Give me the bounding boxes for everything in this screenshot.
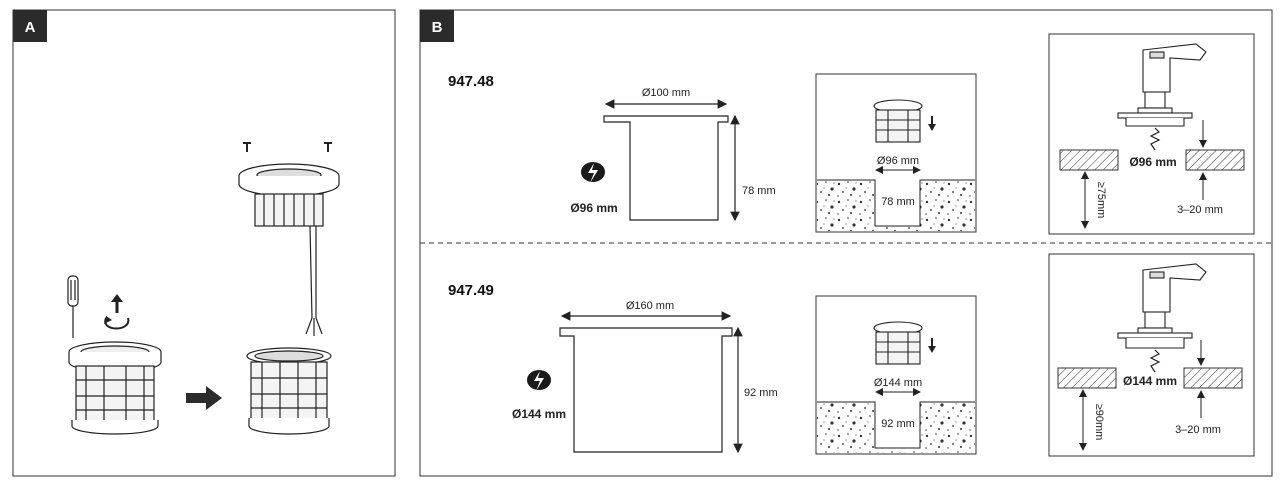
diameter-label: Ø100 mm xyxy=(642,87,690,99)
row-947-48: 947.48 Ø100 mm 78 mm Ø96 mm xyxy=(448,33,1255,235)
panel-a-frame xyxy=(12,9,396,477)
hole-depth-label: 78 mm xyxy=(881,196,915,208)
height-label: 78 mm xyxy=(742,185,776,197)
thickness-label: 3–20 mm xyxy=(1177,204,1223,216)
rotate-arrow-icon xyxy=(104,294,130,330)
panel-a-badge-label: A xyxy=(25,19,36,36)
ground-install-view xyxy=(815,73,977,233)
diameter-label: Ø160 mm xyxy=(626,300,674,312)
thickness-label: 3–20 mm xyxy=(1175,424,1221,436)
height-label: 92 mm xyxy=(744,387,778,399)
panel-a-badge xyxy=(13,10,47,42)
cable xyxy=(305,225,323,336)
cutout-diameter-label: Ø96 mm xyxy=(570,201,617,215)
min-depth-label: ≥90mm xyxy=(1093,404,1105,441)
lamp-insert xyxy=(238,142,340,227)
lamp-housing xyxy=(246,347,332,435)
hole-depth-label: 92 mm xyxy=(881,418,915,430)
next-step-arrow-icon xyxy=(186,386,222,410)
cutout-diameter-label: Ø144 mm xyxy=(512,407,566,421)
hole-diameter-label: Ø144 mm xyxy=(874,377,922,389)
panel-b-badge-label: B xyxy=(432,19,443,36)
screwdriver-icon xyxy=(67,275,79,338)
drill-view xyxy=(1048,33,1255,235)
panel-a: A xyxy=(12,9,396,477)
ground-install-view xyxy=(815,295,977,455)
drill-diameter-label: Ø96 mm xyxy=(1129,155,1176,169)
panel-b-badge xyxy=(420,10,454,42)
product-profile xyxy=(559,311,743,454)
drill-view xyxy=(1048,253,1255,457)
hole-diameter-label: Ø96 mm xyxy=(877,155,919,167)
cutout-drill-icon xyxy=(581,162,605,183)
row-947-49: 947.49 Ø160 mm 92 mm Ø144 mm xyxy=(448,253,1255,457)
lamp-assembled xyxy=(68,341,162,435)
min-depth-label: ≥75mm xyxy=(1095,182,1107,219)
drill-diameter-label: Ø144 mm xyxy=(1123,374,1177,388)
cutout-drill-icon xyxy=(527,370,551,391)
product-profile xyxy=(603,99,740,222)
model-number: 947.48 xyxy=(448,73,494,90)
panel-b: B 947.48 Ø100 mm 78 mm Ø96 mm xyxy=(419,9,1273,477)
model-number: 947.49 xyxy=(448,282,494,299)
